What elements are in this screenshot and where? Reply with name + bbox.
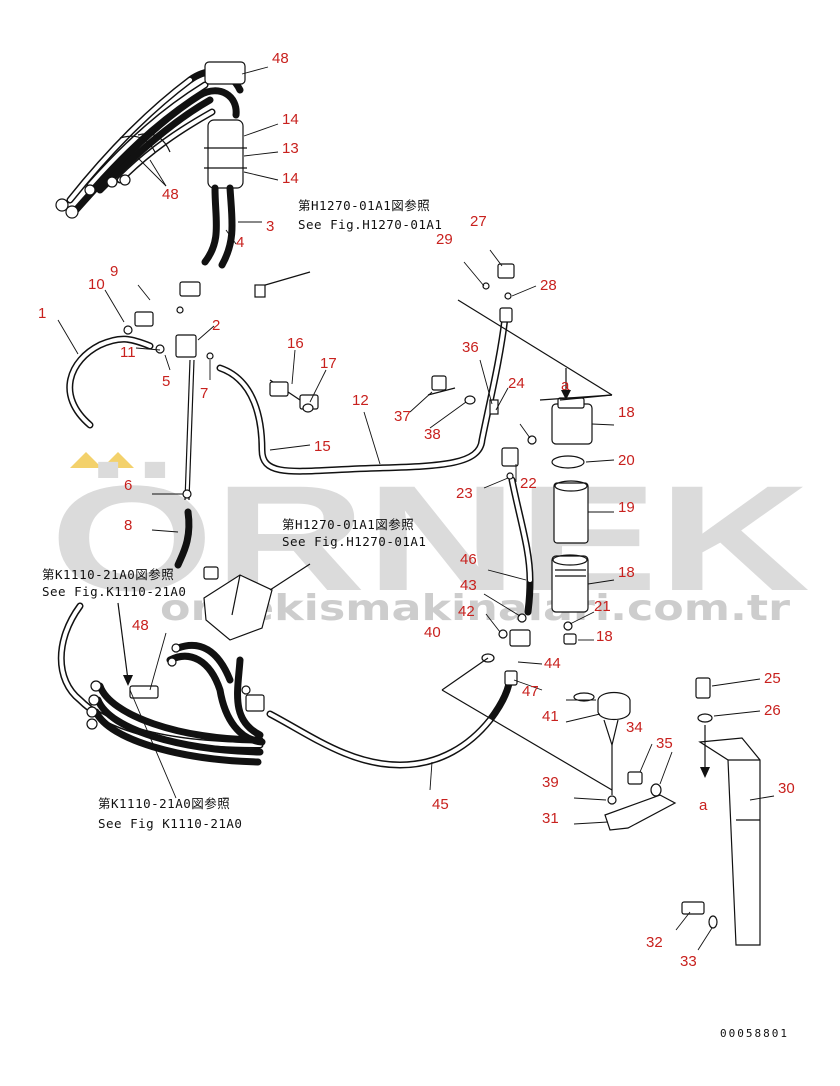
hose-12 — [216, 307, 513, 475]
callout-label: 3 — [266, 218, 274, 235]
callout-label: 35 — [656, 735, 673, 752]
callout-label: 48 — [132, 617, 149, 634]
callout-label: 18 — [618, 564, 635, 581]
callout-label: 15 — [314, 438, 331, 455]
callout-label: 27 — [470, 213, 487, 230]
callout-label: 18 — [618, 404, 635, 421]
callout-label: 2 — [212, 317, 220, 334]
callout-label: 25 — [764, 670, 781, 687]
reference-jp: 第H1270-01A1図参照 — [298, 198, 430, 213]
watermark-accent-left — [70, 452, 102, 468]
callout-label: 44 — [544, 655, 561, 672]
reference-en: See Fig K1110-21A0 — [98, 816, 242, 831]
callout-label: 8 — [124, 517, 132, 534]
callout-label: 46 — [460, 551, 477, 568]
callout-label: 40 — [424, 624, 441, 641]
callout-label: 28 — [540, 277, 557, 294]
callout-label: 30 — [778, 780, 795, 797]
callout-label: 12 — [352, 392, 369, 409]
callout-label: 33 — [680, 953, 697, 970]
fittings-group-top-right — [457, 263, 613, 467]
callout-label: 4 — [236, 234, 244, 251]
callout-label: 17 — [320, 355, 337, 372]
callout-label: 7 — [200, 385, 208, 402]
callout-label: 23 — [456, 485, 473, 502]
watermark-accent-right — [102, 452, 134, 468]
reference-jp: 第K1110-21A0図参照 — [42, 567, 174, 582]
callout-label: 45 — [432, 796, 449, 813]
callout-label: 37 — [394, 408, 411, 425]
callout-label: 26 — [764, 702, 781, 719]
callout-label: 19 — [618, 499, 635, 516]
callout-label: 18 — [596, 628, 613, 645]
callout-label: 22 — [520, 475, 537, 492]
reference-note-1: 第H1270-01A1図参照 See Fig.H1270-01A1 — [298, 198, 442, 232]
callout-label: 31 — [542, 810, 559, 827]
reference-jp: 第H1270-01A1図参照 — [282, 517, 414, 532]
callout-label: 21 — [594, 598, 611, 615]
callout-label: 9 — [110, 263, 118, 280]
callout-label: 20 — [618, 452, 635, 469]
filter-assembly — [551, 368, 613, 645]
callout-label: 42 — [458, 603, 475, 620]
callout-label: 10 — [88, 276, 105, 293]
callout-label: 14 — [282, 111, 299, 128]
callout-label: 39 — [542, 774, 559, 791]
document-number: 00058801 — [720, 1027, 789, 1040]
section-mark-a-bottom: a — [699, 797, 708, 814]
leader-lines — [57, 66, 775, 951]
callout-label: 38 — [424, 426, 441, 443]
watermark-brand: ÖRNEK — [50, 454, 810, 622]
accumulator-assembly — [573, 691, 677, 831]
callout-label: 5 — [162, 373, 170, 390]
hose-46 — [498, 472, 534, 647]
reference-en: See Fig.H1270-01A1 — [282, 534, 426, 549]
callout-label: 16 — [287, 335, 304, 352]
valve-block — [203, 563, 311, 712]
mounting-bracket — [681, 677, 761, 946]
reference-note-3: 第K1110-21A0図参照 See Fig.K1110-21A0 — [42, 567, 186, 599]
callout-label: 43 — [460, 577, 477, 594]
reference-note-4: 第K1110-21A0図参照 See Fig K1110-21A0 — [98, 796, 242, 831]
reference-note-2: 第H1270-01A1図参照 See Fig.H1270-01A1 — [282, 517, 426, 549]
callout-label: 48 — [272, 50, 289, 67]
callout-label: 36 — [462, 339, 479, 356]
section-mark-a-top: a — [561, 377, 570, 394]
lower-hose-bundle — [57, 602, 266, 766]
reference-en: See Fig.H1270-01A1 — [298, 217, 442, 232]
watermark: ÖRNEK ornekismakinalari.com.tr — [50, 452, 810, 629]
callout-label: 24 — [508, 375, 525, 392]
callout-labels: 48 14 13 14 48 3 4 27 29 28 9 10 11 2 1 … — [38, 50, 795, 970]
reference-jp: 第K1110-21A0図参照 — [98, 796, 230, 811]
callout-label: 29 — [436, 231, 453, 248]
callout-label: 41 — [542, 708, 559, 725]
callout-label: 14 — [282, 170, 299, 187]
callout-label: 47 — [522, 683, 539, 700]
callout-label: 13 — [282, 140, 299, 157]
callout-label: 32 — [646, 934, 663, 951]
callout-label: 48 — [162, 186, 179, 203]
callout-label: 6 — [124, 477, 132, 494]
callout-label: 34 — [626, 719, 643, 736]
hose-45 — [266, 653, 613, 791]
callout-label: 1 — [38, 305, 46, 322]
upper-hose-bundle — [55, 61, 247, 269]
callout-label: 11 — [120, 344, 136, 361]
reference-en: See Fig.K1110-21A0 — [42, 584, 186, 599]
